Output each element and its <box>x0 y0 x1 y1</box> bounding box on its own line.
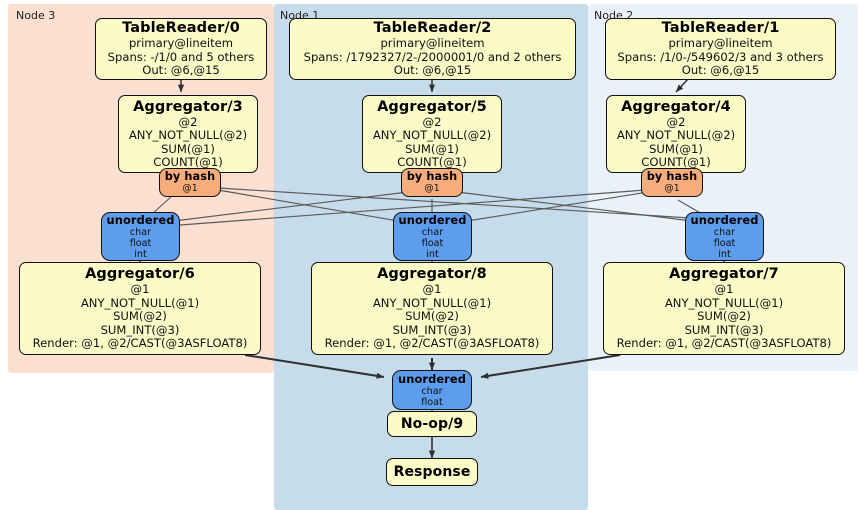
node-title: Aggregator/5 <box>377 98 487 115</box>
node-line: Spans: /1/0-/549602/3 and 3 others <box>617 49 824 64</box>
node-line: ANY_NOT_NULL(@2) <box>616 128 736 143</box>
node-line: SUM_INT(@3) <box>684 322 764 337</box>
node-title: Aggregator/7 <box>669 266 779 283</box>
node-line: COUNT(@1) <box>153 154 223 169</box>
synchronizer-line: char <box>713 226 736 238</box>
node-aggregator-5[interactable]: Aggregator/5 @2 ANY_NOT_NULL(@2) SUM(@1)… <box>362 95 502 173</box>
synchronizer-line: float <box>129 237 152 249</box>
node-line: ANY_NOT_NULL(@2) <box>372 128 492 143</box>
node-line: @2 <box>178 114 198 129</box>
node-line: Render: @1, @2/CAST(@3ASFLOAT8) <box>616 336 832 351</box>
panel-label-node3: Node 3 <box>16 9 56 22</box>
node-line: SUM(@2) <box>405 309 459 324</box>
node-aggregator-7[interactable]: Aggregator/7 @1 ANY_NOT_NULL(@1) SUM(@2)… <box>603 262 845 355</box>
synchronizer-line: float <box>421 237 444 249</box>
node-noop-9[interactable]: No-op/9 <box>387 411 477 437</box>
node-line: COUNT(@1) <box>397 154 467 169</box>
node-line: @1 <box>130 282 150 297</box>
node-title: Aggregator/8 <box>377 266 487 283</box>
node-line: @2 <box>666 114 686 129</box>
synchronizer-title: unordered <box>398 212 467 227</box>
router-by-hash-right[interactable]: by hash @1 <box>641 168 703 197</box>
node-line: ANY_NOT_NULL(@1) <box>664 295 784 310</box>
node-title: TableReader/2 <box>373 20 492 37</box>
node-title: TableReader/0 <box>122 20 240 37</box>
synchronizer-line: float <box>713 237 736 249</box>
node-line: ANY_NOT_NULL(@1) <box>80 295 200 310</box>
node-aggregator-4[interactable]: Aggregator/4 @2 ANY_NOT_NULL(@2) SUM(@1)… <box>606 95 746 173</box>
node-title: Response <box>393 464 471 480</box>
router-title: by hash <box>406 170 458 183</box>
synchronizer-unordered-final[interactable]: unordered char float <box>392 370 472 410</box>
node-line: Render: @1, @2/CAST(@3ASFLOAT8) <box>324 336 540 351</box>
node-line: ANY_NOT_NULL(@1) <box>372 295 492 310</box>
synchronizer-line: char <box>129 226 152 238</box>
node-line: Render: @1, @2/CAST(@3ASFLOAT8) <box>32 336 248 351</box>
router-line: @1 <box>664 183 680 194</box>
router-line: @1 <box>182 183 198 194</box>
node-title: TableReader/1 <box>661 20 780 37</box>
node-tablereader-1[interactable]: TableReader/1 primary@lineitem Spans: /1… <box>605 18 836 80</box>
synchronizer-line: int <box>426 248 439 260</box>
node-aggregator-6[interactable]: Aggregator/6 @1 ANY_NOT_NULL(@1) SUM(@2)… <box>19 262 261 355</box>
synchronizer-line: char <box>421 385 443 397</box>
node-line: @1 <box>714 282 734 297</box>
node-title: Aggregator/4 <box>621 98 731 115</box>
node-line: SUM(@2) <box>697 309 751 324</box>
node-line: SUM(@1) <box>649 141 703 156</box>
node-aggregator-3[interactable]: Aggregator/3 @2 ANY_NOT_NULL(@2) SUM(@1)… <box>118 95 258 173</box>
node-title: No-op/9 <box>400 416 464 432</box>
node-line: ANY_NOT_NULL(@2) <box>128 128 248 143</box>
node-line: Out: @6,@15 <box>681 63 760 78</box>
node-line: SUM(@2) <box>113 309 167 324</box>
node-title: Aggregator/6 <box>85 266 195 283</box>
node-line: primary@lineitem <box>380 36 485 51</box>
synchronizer-unordered-right[interactable]: unordered char float int <box>685 212 764 261</box>
node-line: primary@lineitem <box>128 36 234 51</box>
node-line: COUNT(@1) <box>641 154 711 169</box>
node-aggregator-8[interactable]: Aggregator/8 @1 ANY_NOT_NULL(@1) SUM(@2)… <box>311 262 553 355</box>
synchronizer-title: unordered <box>106 212 175 227</box>
node-line: SUM(@1) <box>405 141 459 156</box>
node-line: Spans: -/1/0 and 5 others <box>107 49 255 64</box>
node-title: Aggregator/3 <box>133 98 243 115</box>
synchronizer-line: float <box>421 396 443 408</box>
node-line: Spans: /1792327/2-/2000001/0 and 2 other… <box>303 49 562 64</box>
router-by-hash-left[interactable]: by hash @1 <box>159 168 221 197</box>
node-line: Out: @6,@15 <box>142 63 220 78</box>
node-tablereader-0[interactable]: TableReader/0 primary@lineitem Spans: -/… <box>95 18 267 80</box>
node-line: SUM_INT(@3) <box>100 322 180 337</box>
synchronizer-unordered-left[interactable]: unordered char float int <box>101 212 180 261</box>
synchronizer-title: unordered <box>398 371 466 386</box>
synchronizer-line: int <box>718 248 731 260</box>
router-by-hash-center[interactable]: by hash @1 <box>401 168 463 197</box>
synchronizer-title: unordered <box>690 212 759 227</box>
router-line: @1 <box>424 183 440 194</box>
node-line: primary@lineitem <box>668 36 773 51</box>
node-line: SUM(@1) <box>161 141 215 156</box>
node-tablereader-2[interactable]: TableReader/2 primary@lineitem Spans: /1… <box>289 18 576 80</box>
node-line: @2 <box>422 114 442 129</box>
synchronizer-line: int <box>134 248 147 260</box>
synchronizer-unordered-center[interactable]: unordered char float int <box>393 212 472 261</box>
synchronizer-line: char <box>421 226 444 238</box>
node-response[interactable]: Response <box>386 458 478 486</box>
node-line: @1 <box>422 282 442 297</box>
router-title: by hash <box>164 170 216 183</box>
node-line: SUM_INT(@3) <box>392 322 472 337</box>
node-line: Out: @6,@15 <box>393 63 472 78</box>
router-title: by hash <box>646 170 698 183</box>
